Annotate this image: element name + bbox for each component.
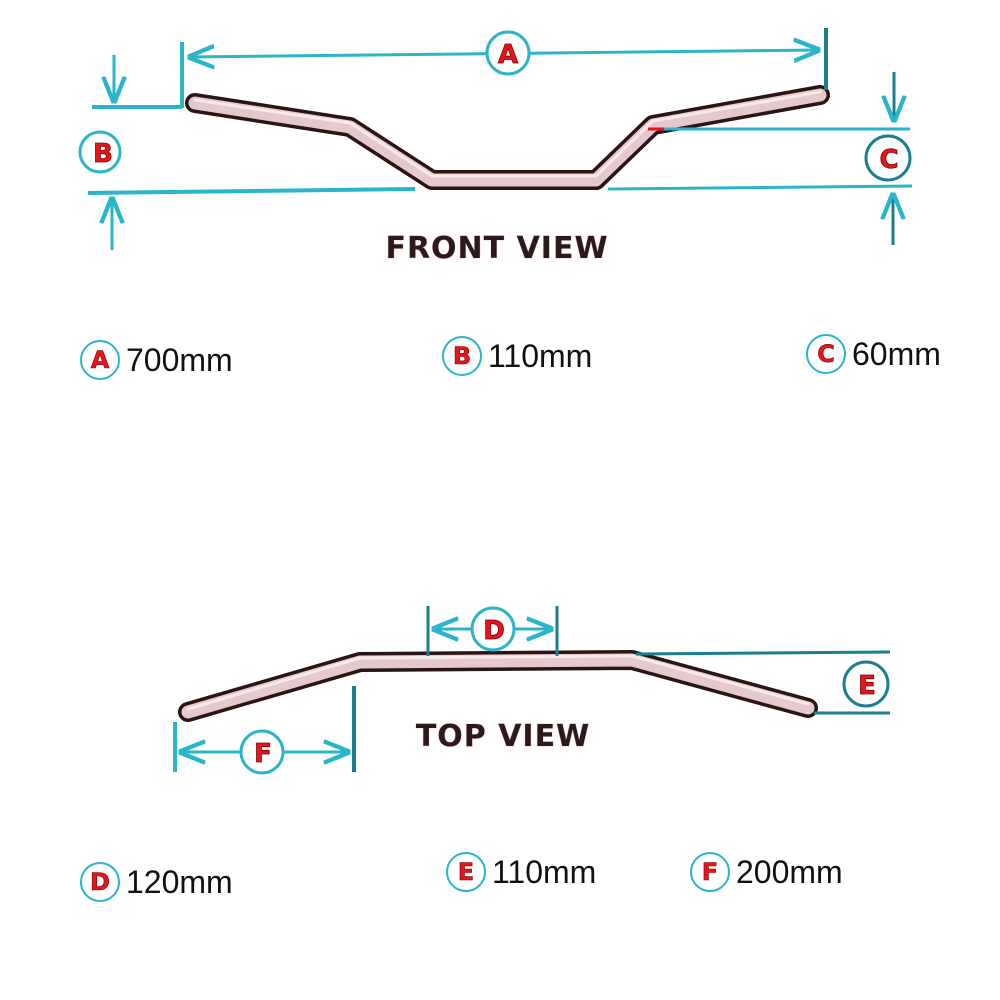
badge-b: B <box>93 139 113 169</box>
legend-a-value: 700mm <box>126 341 233 378</box>
front-view-title: FRONT VIEW <box>385 231 608 266</box>
legend-a-badge: A <box>80 340 120 380</box>
legend-a: A 700mm <box>80 340 233 380</box>
legend-c: C 60mm <box>806 334 941 374</box>
dimension-b: B <box>78 55 416 250</box>
top-handlebar <box>178 650 818 722</box>
legend-e-value: 110mm <box>492 853 597 890</box>
top-view-title: TOP VIEW <box>416 719 590 754</box>
top-view: D E F TOP VIEW <box>173 606 891 775</box>
legend-f-value: 200mm <box>736 853 843 890</box>
dimension-f: F <box>173 686 356 775</box>
legend-c-badge: C <box>806 334 846 374</box>
legend-e-badge: E <box>446 852 486 892</box>
front-handlebar <box>185 85 830 190</box>
dimension-a: A <box>180 28 828 108</box>
legend-b-value: 110mm <box>488 337 593 374</box>
legend-d-value: 120mm <box>126 863 233 900</box>
legend-f-badge: F <box>690 852 730 892</box>
badge-c: C <box>879 145 898 175</box>
dimension-c: C <box>607 72 913 245</box>
dimension-d: D <box>426 606 559 656</box>
badge-d: D <box>483 616 505 646</box>
badge-e: E <box>858 671 876 701</box>
badge-a: A <box>498 40 518 70</box>
legend-b: B 110mm <box>442 336 592 376</box>
legend-d-badge: D <box>80 862 120 902</box>
dimension-e: E <box>635 650 891 715</box>
front-view: A B C FRONT VIEW <box>78 28 913 267</box>
legend-c-value: 60mm <box>852 335 941 372</box>
legend-f: F 200mm <box>690 852 843 892</box>
legend-b-badge: B <box>442 336 482 376</box>
legend-d: D 120mm <box>80 862 233 902</box>
legend-e: E 110mm <box>446 852 596 892</box>
badge-f: F <box>254 739 272 769</box>
